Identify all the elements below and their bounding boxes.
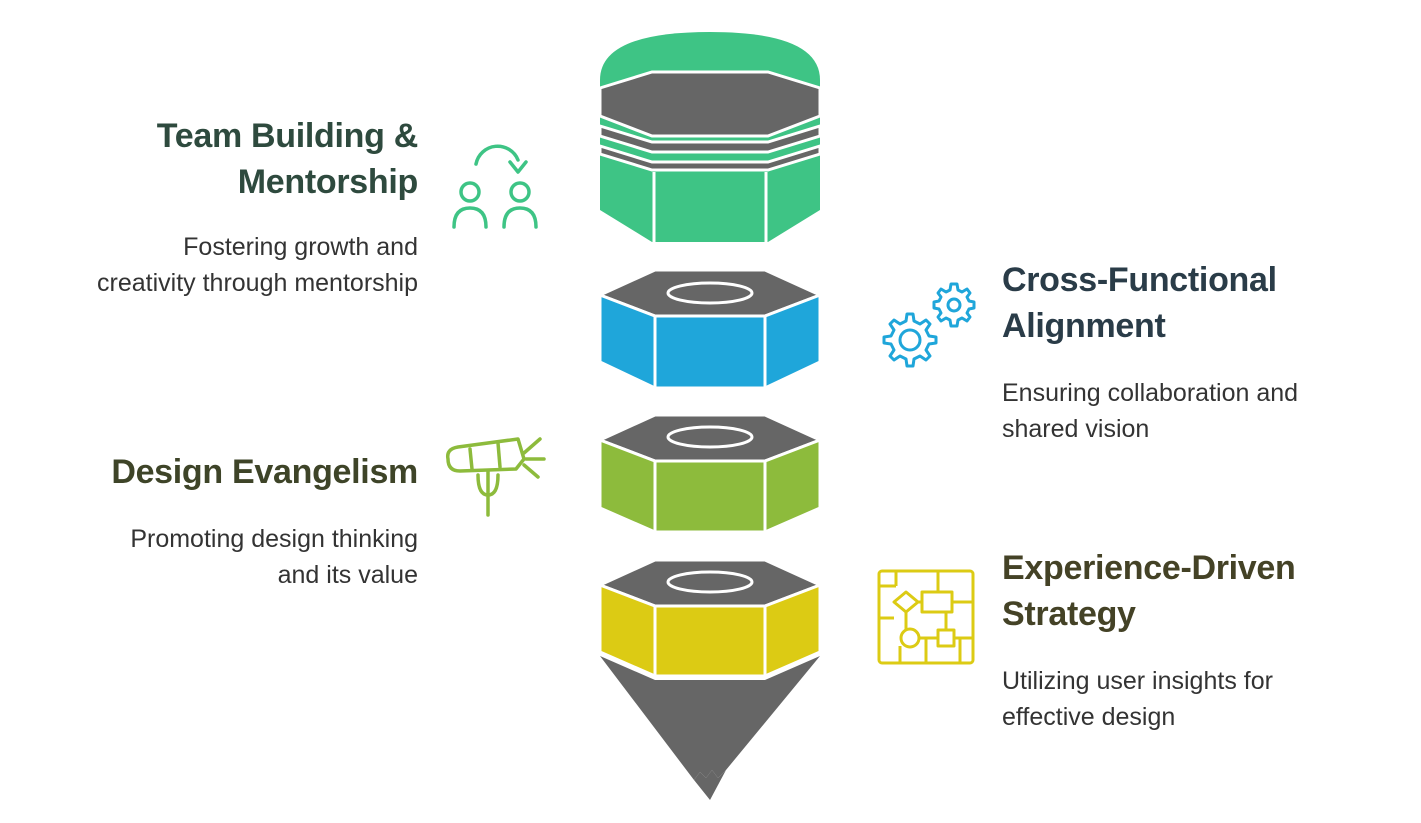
cross-functional-title: Cross-Functional Alignment (1002, 261, 1277, 345)
lime-segment (596, 413, 824, 534)
mentorship-people-icon (452, 144, 538, 229)
experience-driven-title: Experience-Driven Strategy (1002, 549, 1296, 633)
design-evangelism-title: Design Evangelism (111, 453, 418, 491)
megaphone-carrot-icon (445, 437, 546, 517)
experience-driven-block: Experience-Driven Strategy Utilizing use… (1002, 545, 1402, 735)
team-building-title: Team Building & Mentorship (156, 117, 419, 201)
gears-icon (882, 282, 976, 368)
team-building-block: Team Building & Mentorship Fostering gro… (18, 113, 418, 301)
design-evangelism-description: Promoting design thinking and its value (130, 525, 418, 589)
experience-driven-description: Utilizing user insights for effective de… (1002, 667, 1273, 731)
top-green-segment (598, 32, 822, 242)
cross-functional-block: Cross-Functional Alignment Ensuring coll… (1002, 257, 1402, 447)
team-building-description: Fostering growth and creativity through … (97, 233, 418, 297)
cross-functional-description: Ensuring collaboration and shared vision (1002, 379, 1299, 443)
pencil-tip (600, 656, 820, 800)
yellow-segment (596, 558, 824, 678)
design-evangelism-block: Design Evangelism Promoting design think… (18, 449, 418, 593)
blue-segment (596, 268, 824, 390)
flowchart-strategy-icon (877, 569, 975, 665)
